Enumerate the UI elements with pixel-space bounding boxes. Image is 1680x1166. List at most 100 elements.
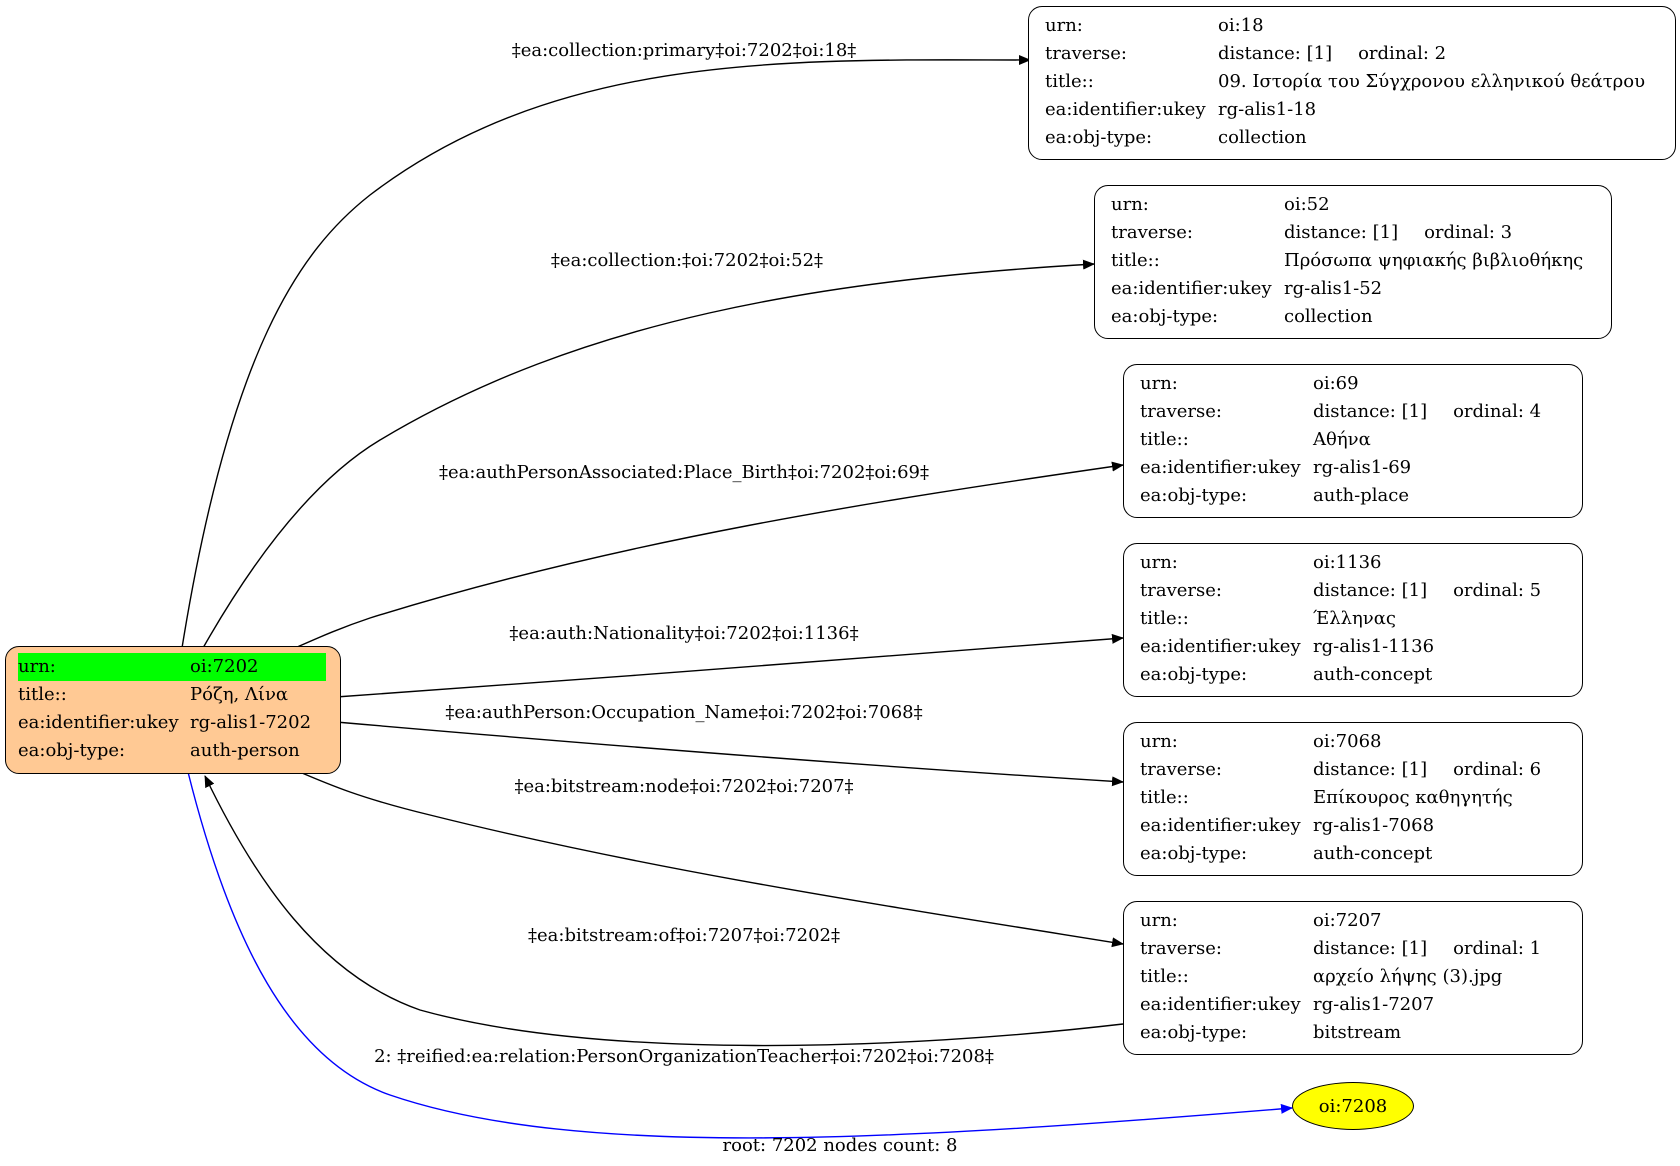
type-value: auth-place: [1313, 485, 1409, 506]
ukey-value: rg-alis1-69: [1313, 457, 1412, 478]
node-oi-7208[interactable]: oi:7208: [1292, 1082, 1414, 1130]
edge-occupation: [335, 721, 1124, 787]
urn-key: urn:: [1140, 910, 1178, 931]
traverse-key: traverse:: [1140, 401, 1222, 422]
title-value: 09. Ιστορία του Σύγχρονου ελληνικού θεάτ…: [1218, 71, 1646, 92]
urn-key: urn:: [18, 653, 190, 681]
title-value: αρχείο λήψης (3).jpg: [1313, 966, 1503, 987]
type-key: ea:obj-type:: [1140, 664, 1248, 685]
type-value: bitstream: [1313, 1022, 1402, 1043]
distance-value: distance: [1]ordinal: 5: [1313, 580, 1542, 601]
traverse-key: traverse:: [1045, 43, 1127, 64]
ukey-key: ea:identifier:ukey: [1140, 457, 1301, 478]
title-value: Ρόζη, Λίνα: [190, 684, 289, 705]
traverse-key: traverse:: [1111, 222, 1193, 243]
urn-key: urn:: [1140, 373, 1178, 394]
ukey-key: ea:identifier:ukey: [18, 712, 179, 733]
node-oi-1136[interactable]: urn: oi:1136 traverse: distance: [1]ordina…: [1123, 543, 1583, 697]
type-key: ea:obj-type:: [1111, 306, 1219, 327]
edge-collection: [202, 259, 1095, 649]
urn-value: oi:18: [1218, 15, 1264, 36]
title-value: Επίκουρος καθηγητής: [1313, 787, 1513, 808]
edge-collection-primary: [181, 54, 1031, 649]
edge-label: ‡ea:bitstream:of‡oi:7207‡oi:7202‡: [528, 925, 840, 946]
ukey-value: rg-alis1-7202: [190, 712, 312, 733]
type-key: ea:obj-type:: [1140, 1022, 1248, 1043]
ukey-key: ea:identifier:ukey: [1045, 99, 1206, 120]
title-key: title::: [1111, 250, 1160, 271]
node-oi-7207[interactable]: urn: oi:7207 traverse: distance: [1]ordina…: [1123, 901, 1583, 1055]
traverse-key: traverse:: [1140, 580, 1222, 601]
urn-value: oi:1136: [1313, 552, 1382, 573]
edge-label: 2: ‡reified:ea:relation:PersonOrganizati…: [374, 1046, 994, 1067]
urn-value: oi:52: [1284, 194, 1330, 215]
distance-value: distance: [1]ordinal: 6: [1313, 759, 1542, 780]
type-key: ea:obj-type:: [1045, 127, 1153, 148]
root-node[interactable]: urn:oi:7202 title::Ρόζη, Λίνα ea:identif…: [5, 646, 341, 774]
edge-reified-teacher: [187, 771, 1293, 1139]
edge-place-birth: [294, 461, 1124, 649]
title-key: title::: [18, 684, 67, 705]
type-key: ea:obj-type:: [1140, 843, 1248, 864]
urn-key: urn:: [1140, 731, 1178, 752]
node-oi-7068[interactable]: urn: oi:7068 traverse: distance: [1]ordina…: [1123, 722, 1583, 876]
type-value: collection: [1284, 306, 1373, 327]
type-value: auth-concept: [1313, 664, 1433, 685]
title-value: Έλληνας: [1313, 608, 1396, 629]
ukey-value: rg-alis1-7068: [1313, 815, 1435, 836]
title-key: title::: [1140, 966, 1189, 987]
urn-key: urn:: [1111, 194, 1149, 215]
title-value: Πρόσωπα ψηφιακής βιβλιοθήκης: [1284, 250, 1584, 271]
ukey-key: ea:identifier:ukey: [1140, 994, 1301, 1015]
urn-value: oi:7068: [1313, 731, 1382, 752]
ordinal-value: ordinal: 3: [1424, 222, 1513, 243]
traverse-key: traverse:: [1140, 938, 1222, 959]
ukey-key: ea:identifier:ukey: [1140, 815, 1301, 836]
traverse-key: traverse:: [1140, 759, 1222, 780]
urn-key: urn:: [1045, 15, 1083, 36]
title-key: title::: [1140, 429, 1189, 450]
edge-bitstream-node: [294, 769, 1124, 948]
edge-label: ‡ea:auth:Nationality‡oi:7202‡oi:1136‡: [509, 623, 859, 644]
urn-value: oi:7202: [190, 653, 326, 681]
ukey-key: ea:identifier:ukey: [1111, 278, 1272, 299]
type-value: collection: [1218, 127, 1307, 148]
edge-bitstream-of: [204, 775, 1124, 1047]
urn-value: oi:69: [1313, 373, 1359, 394]
ukey-key: ea:identifier:ukey: [1140, 636, 1301, 657]
urn-value: oi:7207: [1313, 910, 1382, 931]
edge-label: ‡ea:collection:‡oi:7202‡oi:52‡: [550, 250, 824, 271]
edge-nationality: [335, 633, 1124, 698]
title-key: title::: [1140, 608, 1189, 629]
edge-label: ‡ea:authPersonAssociated:Place_Birth‡oi:…: [439, 462, 929, 483]
distance-value: distance: [1]ordinal: 1: [1313, 938, 1542, 959]
type-key: ea:obj-type:: [18, 740, 126, 761]
graph-footer: root: 7202 nodes count: 8: [722, 1135, 958, 1156]
distance-value: distance: [1]ordinal: 3: [1284, 222, 1513, 243]
ukey-value: rg-alis1-7207: [1313, 994, 1435, 1015]
distance-value: distance: [1]ordinal: 4: [1313, 401, 1542, 422]
type-value: auth-concept: [1313, 843, 1433, 864]
urn-key: urn:: [1140, 552, 1178, 573]
ukey-value: rg-alis1-18: [1218, 99, 1317, 120]
edge-label: ‡ea:bitstream:node‡oi:7202‡oi:7207‡: [514, 776, 854, 797]
ukey-value: rg-alis1-52: [1284, 278, 1383, 299]
ordinal-value: ordinal: 1: [1453, 938, 1542, 959]
distance-value: distance: [1]ordinal: 2: [1218, 43, 1447, 64]
ordinal-value: ordinal: 4: [1453, 401, 1542, 422]
title-key: title::: [1140, 787, 1189, 808]
node-oi-18[interactable]: urn: oi:18 traverse: distance: [1]ordinal:…: [1028, 6, 1676, 160]
node-oi-52[interactable]: urn: oi:52 traverse: distance: [1]ordinal:…: [1094, 185, 1612, 339]
type-key: ea:obj-type:: [1140, 485, 1248, 506]
ordinal-value: ordinal: 6: [1453, 759, 1542, 780]
type-value: auth-person: [190, 740, 300, 761]
edge-label: ‡ea:collection:primary‡oi:7202‡oi:18‡: [511, 40, 857, 61]
node-oi-69[interactable]: urn: oi:69 traverse: distance: [1]ordinal:…: [1123, 364, 1583, 518]
ordinal-value: ordinal: 2: [1358, 43, 1447, 64]
edge-label: ‡ea:authPerson:Occupation_Name‡oi:7202‡o…: [445, 702, 923, 723]
title-key: title::: [1045, 71, 1094, 92]
ordinal-value: ordinal: 5: [1453, 580, 1542, 601]
ukey-value: rg-alis1-1136: [1313, 636, 1435, 657]
title-value: Αθήνα: [1313, 429, 1371, 450]
